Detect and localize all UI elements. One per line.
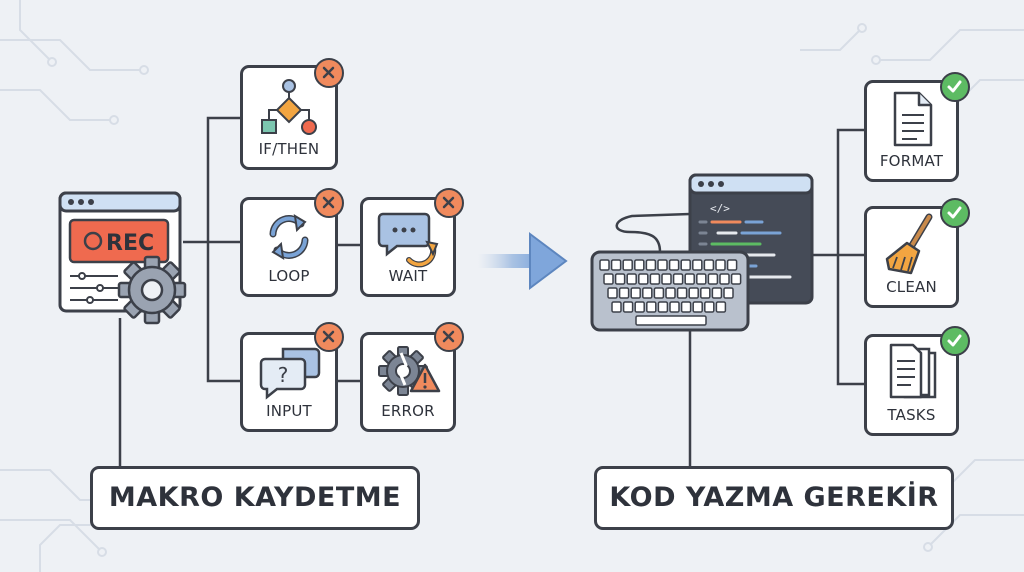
fail-icon <box>434 322 464 352</box>
fail-icon <box>314 188 344 218</box>
keyboard-icon <box>590 212 750 332</box>
stacked-documents-icon <box>889 343 937 399</box>
rec-window: REC <box>58 191 187 325</box>
broom-icon <box>885 213 933 275</box>
rec-label: REC <box>106 231 154 256</box>
left-caption: MAKRO KAYDETME <box>90 466 420 530</box>
success-icon <box>940 326 970 356</box>
success-icon <box>940 198 970 228</box>
right-caption: KOD YAZMA GEREKİR <box>594 466 954 530</box>
card-label-error: ERROR <box>381 402 435 420</box>
card-wait: WAIT <box>360 197 456 297</box>
document-icon <box>893 91 933 147</box>
card-label-wait: WAIT <box>388 267 428 285</box>
card-label-input: INPUT <box>266 402 312 420</box>
transition-arrow <box>478 232 568 290</box>
fail-icon <box>314 322 344 352</box>
right-connectors <box>688 128 864 466</box>
success-icon <box>940 72 970 102</box>
rec-button <box>68 218 170 264</box>
card-clean: CLEAN <box>864 206 959 308</box>
card-label-tasks: TASKS <box>887 406 936 424</box>
gear-icon <box>117 255 187 325</box>
card-label-if-then: IF/THEN <box>258 140 320 158</box>
loop-arrows-icon <box>269 214 309 260</box>
fail-icon <box>314 58 344 88</box>
left-connectors <box>118 116 360 466</box>
card-label-clean: CLEAN <box>886 278 937 296</box>
fail-icon <box>434 188 464 218</box>
chat-bubble-icon <box>377 212 439 268</box>
flowchart-icon <box>261 79 317 135</box>
card-label-format: FORMAT <box>879 152 944 170</box>
code-tag: </> <box>710 202 730 215</box>
broken-gear-warning-icon <box>378 346 441 396</box>
card-label-loop: LOOP <box>268 267 310 285</box>
question-bubble-icon: ? <box>259 347 321 400</box>
svg-text:?: ? <box>278 363 289 387</box>
card-format: FORMAT <box>864 80 959 182</box>
card-if-then: IF/THEN <box>240 65 338 170</box>
